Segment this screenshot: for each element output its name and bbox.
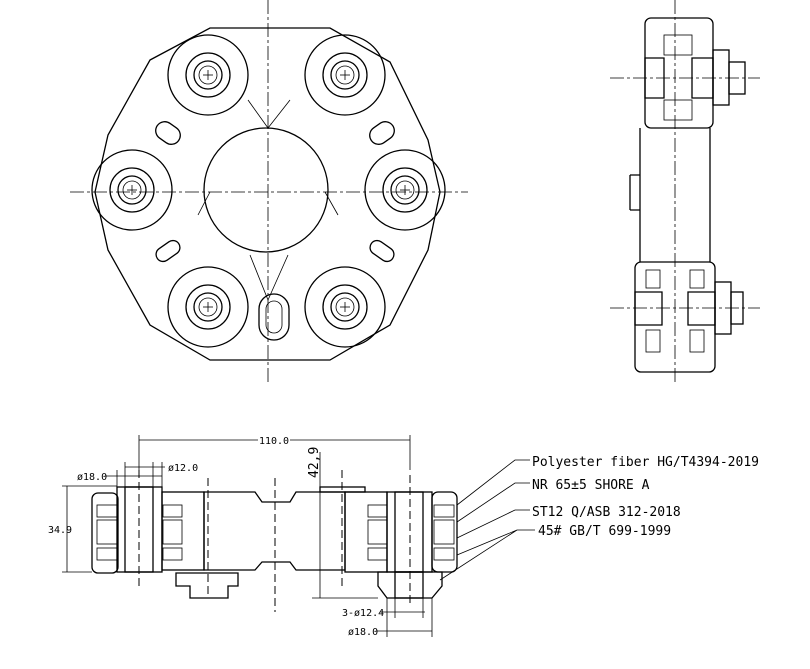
dimensions: 110.0 42,9 34.9 ø18.0 ø12.0 3-ø12.4 ø18.… <box>48 435 433 638</box>
bolt-holes <box>91 34 446 348</box>
dim-holes: 3-ø12.4 <box>342 608 384 619</box>
material-label-fiber: Polyester fiber HG/T4394-2019 <box>532 455 759 470</box>
material-callouts: Polyester fiber HG/T4394-2019 NR 65±5 SH… <box>439 455 759 581</box>
side-view <box>610 0 760 385</box>
dim-sleeve-inner-left: ø12.0 <box>168 463 198 474</box>
dim-sleeve-outer-left: ø18.0 <box>77 472 107 483</box>
material-label-steel-45: 45# GB/T 699-1999 <box>538 524 671 539</box>
dim-bolt-spacing: 110.0 <box>259 436 289 447</box>
front-view <box>70 0 468 385</box>
section-view <box>91 470 458 612</box>
material-label-rubber: NR 65±5 SHORE A <box>532 478 650 493</box>
dim-total-height: 42,9 <box>307 447 322 478</box>
dim-disc-thickness: 34.9 <box>48 525 72 536</box>
dim-sleeve-outer-right: ø18.0 <box>348 627 378 638</box>
slots <box>155 121 395 341</box>
material-label-steel-st12: ST12 Q/ASB 312-2018 <box>532 505 681 520</box>
